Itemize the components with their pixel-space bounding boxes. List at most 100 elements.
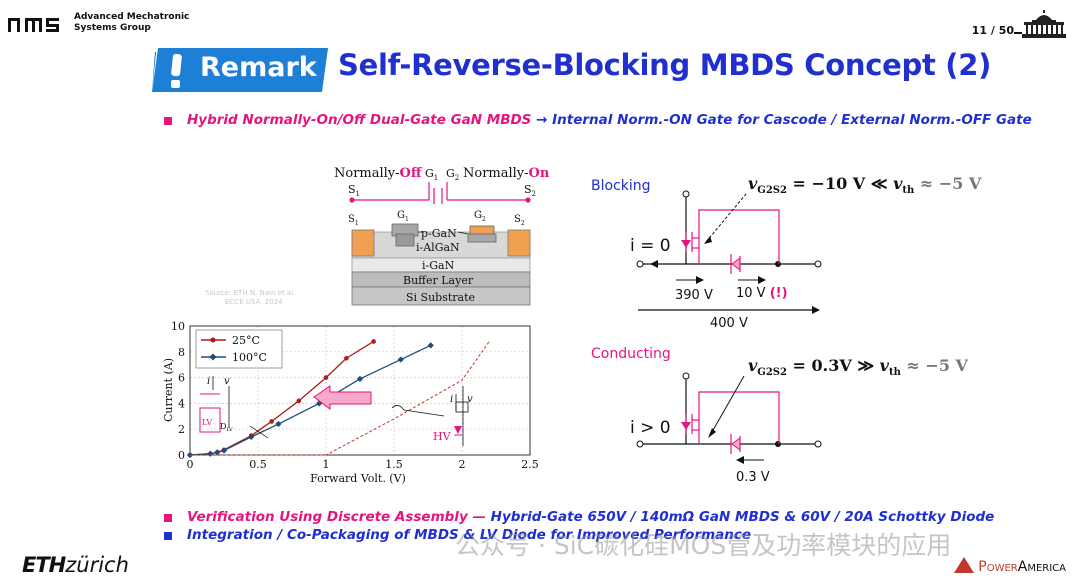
- source1-contact: [351, 229, 375, 257]
- blocking-title: Blocking: [591, 178, 651, 194]
- y-tick-label: 4: [178, 397, 185, 410]
- x-tick-label: 0: [187, 458, 194, 471]
- plot-frame: [189, 325, 531, 456]
- power-america-triangle-icon: [954, 557, 975, 573]
- blocking-total-voltage: 400 V: [710, 316, 748, 331]
- label-s1-top: S1: [348, 183, 360, 198]
- hv-inset: i v HV: [391, 386, 473, 446]
- label-normally-on: Normally-On: [463, 166, 550, 181]
- x-tick-label: 2.5: [521, 458, 539, 471]
- data-point: [371, 339, 376, 344]
- data-point: [186, 451, 194, 459]
- data-point: [344, 355, 349, 361]
- label-igan: i-GaN: [422, 259, 455, 272]
- label-g2-device: G2: [474, 210, 486, 223]
- legend-25c: 25°C: [232, 334, 260, 347]
- data-point: [248, 433, 255, 441]
- x-tick-label: 1.5: [385, 458, 403, 471]
- hv-label: HV: [433, 430, 452, 443]
- conducting-equation: vG2S2 = 0.3V ≫ vth ≈ −5 V: [748, 356, 968, 379]
- lab-name-line2: Systems Group: [74, 23, 151, 33]
- source-line2: ECCE USA, 2024: [225, 298, 283, 306]
- lab-name-line1: Advanced Mechatronic: [74, 12, 190, 22]
- pink-arrow: [313, 385, 372, 410]
- y-tick-label: 0: [178, 449, 185, 462]
- device-cross-section: Normally-Off Normally-On G1 G2 S1 S2 S1 …: [334, 166, 550, 306]
- gate2-pgan: [467, 233, 497, 243]
- label-pgan: p-GaN: [421, 227, 457, 240]
- source-citation: Source: ETH N. Nain et al. ECCE USA, 202…: [205, 289, 295, 307]
- lv-i-label: i: [207, 376, 210, 387]
- data-point: [296, 398, 302, 404]
- ams-logo: [8, 18, 59, 32]
- page-number-dash: [1014, 32, 1022, 34]
- x-tick-label: 0.5: [249, 458, 267, 471]
- blocking-circuit: [636, 190, 822, 314]
- data-point: [269, 419, 274, 424]
- chart-ticks: 0 0.5 1 1.5 2 2.5 0 2 4 6 8 10: [171, 320, 539, 471]
- chart-legend: 25°C 100°C: [195, 329, 283, 369]
- label-g2: G2: [446, 167, 459, 182]
- source2-contact: [507, 229, 531, 257]
- y-tick-label: 6: [178, 372, 185, 385]
- blocking-switch-voltage: 390 V: [675, 288, 713, 303]
- series-line-1: [189, 344, 431, 456]
- lab-name: Advanced Mechatronic Systems Group: [74, 12, 189, 34]
- lv-label: LV: [202, 418, 212, 427]
- label-s2: S2: [514, 214, 525, 227]
- hv-v-label: v: [467, 394, 473, 405]
- subtitle-part1: Hybrid Normally-On/Off Dual-Gate GaN MBD…: [187, 112, 532, 128]
- label-normally-off: Normally-Off: [334, 166, 423, 181]
- data-point: [427, 342, 434, 349]
- data-point: [356, 375, 364, 383]
- conducting-circuit: [636, 372, 822, 464]
- d-lv-label: DLV: [220, 422, 233, 433]
- data-point: [397, 356, 404, 363]
- remark-badge-shape: [152, 48, 328, 92]
- bottom-line-1a: Verification Using Discrete Assembly —: [187, 509, 486, 525]
- subtitle-bullet: [164, 117, 172, 125]
- eth-building-icon: [1022, 10, 1066, 38]
- subtitle-arrow: →: [536, 112, 548, 128]
- blocking-equation: vG2S2 = −10 V ≪ vth ≈ −5 V: [748, 174, 982, 197]
- x-tick-label: 2: [459, 458, 466, 471]
- bottom-line-1: Verification Using Discrete Assembly — H…: [187, 509, 994, 525]
- lv-inset: i v LV DLV: [199, 376, 269, 439]
- subtitle-part2: Internal Norm.-ON Gate for Cascode / Ext…: [552, 112, 1032, 128]
- eth-zurich-logo: ETHzürich: [22, 553, 129, 577]
- gate1-metal: [395, 233, 415, 247]
- source-line1: Source: ETH N. Nain et al.: [205, 289, 296, 297]
- data-point: [323, 375, 329, 380]
- label-buffer: Buffer Layer: [403, 274, 474, 287]
- power-america-logo: PowerAmerica: [954, 557, 1066, 575]
- label-substrate: Si Substrate: [406, 291, 475, 304]
- label-g1: G1: [425, 167, 438, 182]
- label-ialgan: i-AlGaN: [416, 241, 460, 254]
- data-point: [207, 450, 214, 457]
- blocking-current: i = 0: [630, 236, 671, 256]
- slide-title: Self-Reverse-Blocking MBDS Concept (2): [338, 48, 992, 82]
- series-line-2: [190, 341, 490, 456]
- watermark: 公众号 · SiC碳化硅MOS管及功率模块的应用: [455, 531, 952, 560]
- blocking-diode-voltage: 10 V (!): [736, 286, 788, 301]
- y-tick-label: 10: [171, 320, 185, 333]
- remark-badge: Remark: [200, 52, 317, 83]
- y-tick-label: 2: [178, 423, 185, 436]
- hv-i-label: i: [450, 394, 453, 405]
- conducting-current: i > 0: [630, 418, 671, 438]
- y-tick-label: 8: [178, 346, 185, 359]
- bottom-bullet-1: [164, 514, 172, 522]
- bottom-line-2: Integration / Co-Packaging of MBDS & LV …: [187, 527, 752, 543]
- x-axis-label: Forward Volt. (V): [310, 472, 406, 485]
- lv-v-label: v: [224, 376, 230, 387]
- subtitle: Hybrid Normally-On/Off Dual-Gate GaN MBD…: [187, 112, 1032, 128]
- substrate-layer: [351, 286, 531, 306]
- label-s1: S1: [348, 214, 359, 227]
- y-axis-label: Current (A): [162, 358, 175, 422]
- iv-chart: 0 0.5 1 1.5 2 2.5 0 2 4 6 8 10 Forward Volt. (V) Cu…: [162, 320, 539, 485]
- x-tick-label: 1: [323, 458, 330, 471]
- page-number: 11 / 50: [971, 24, 1014, 37]
- data-point: [275, 420, 282, 428]
- label-s2-top: S2: [524, 183, 536, 198]
- bottom-line-1b: Hybrid-Gate 650V / 140mΩ GaN MBDS & 60V …: [490, 509, 995, 525]
